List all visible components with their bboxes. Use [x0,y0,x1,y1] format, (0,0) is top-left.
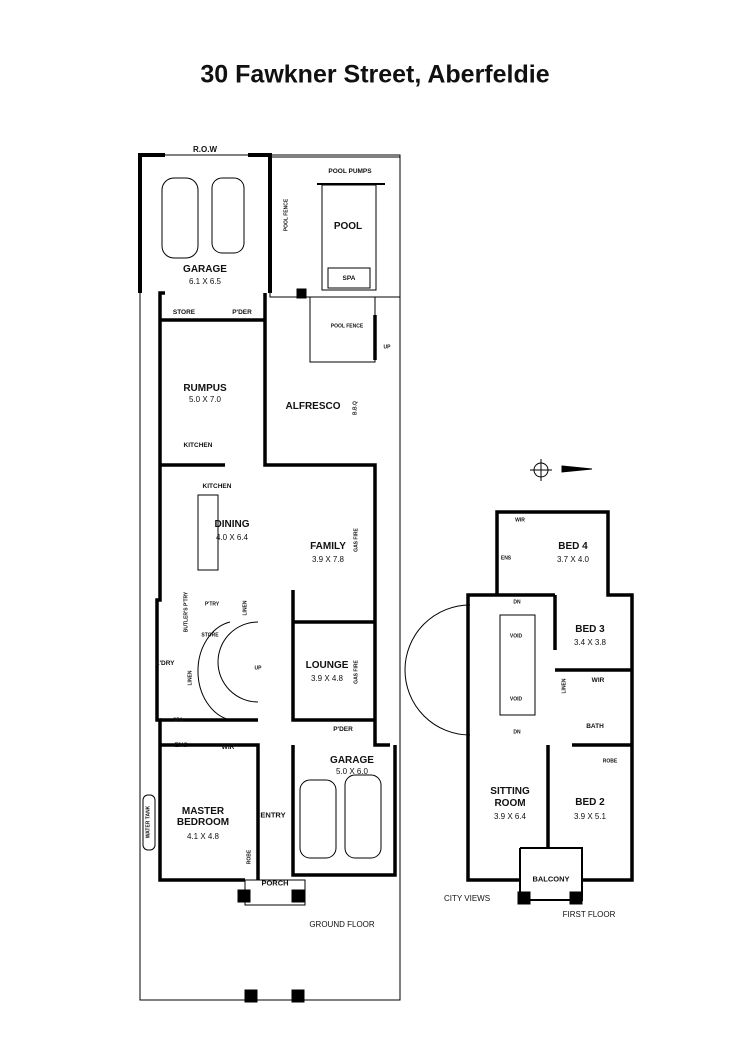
alfresco-label: ALFRESCO [285,401,341,412]
void-label: VOID [509,696,523,703]
north-arrow-icon [530,459,593,481]
bed2-size: 3.9 X 5.1 [573,812,607,821]
rear-garage-size: 6.1 X 6.5 [188,277,222,286]
bed2-name: BED 2 [575,797,605,808]
entry-label: ENTRY [260,810,286,820]
gas-fire-label: GAS FIRE [353,528,360,552]
linen-label: LINEN [187,670,194,686]
water-tank-label: WATER TANK [145,805,152,839]
row-label: R.O.W [193,145,217,154]
city-views-label: CITY VIEWS [443,894,491,903]
family-size: 3.9 X 7.8 [311,555,345,564]
pool-area [269,156,401,363]
powder-room-label: P'DER [333,725,353,733]
wir-label: WIR [515,517,525,524]
first-floor-walls [466,510,634,901]
rumpus-name: RUMPUS [183,383,227,394]
front-garage-size: 5.0 X 6.0 [335,767,369,776]
pool-pumps-label: POOL PUMPS [328,167,372,175]
ground-floor-fixtures [142,494,382,1003]
wir-label: WIR [221,743,235,751]
lounge-name: LOUNGE [305,660,349,671]
first-floor-label: FIRST FLOOR [562,910,616,919]
store-label: STORE [172,308,196,316]
porch-label: PORCH [261,878,289,888]
linen-label: LINEN [242,600,249,616]
laundry-label: L'DRY [155,659,175,667]
pool-fence-label: POOL FENCE [330,323,364,330]
master-name-2: BEDROOM [176,817,230,828]
ensuite-label: ENS [500,555,512,562]
robe-label: ROBE [246,849,253,865]
kitchen-label: KITCHEN [202,482,232,490]
page-title: 30 Fawkner Street, Aberfeldie [200,60,550,89]
ground-floor-walls [155,291,397,882]
rear-garage-cars [161,177,245,259]
sitting-name-1: SITTING [490,786,530,797]
family-name: FAMILY [310,541,346,552]
sitting-name-2: ROOM [494,798,526,809]
spa-bath-label: SPA [173,717,183,724]
gas-fire-label: GAS FIRE [353,660,360,684]
void-label: VOID [509,633,523,640]
master-name-1: MASTER [181,806,225,817]
butlers-pantry-label: BUTLER'S P'TRY [183,591,190,633]
master-size: 4.1 X 4.8 [186,832,220,841]
front-garage-name: GARAGE [330,755,374,766]
rumpus-size: 5.0 X 7.0 [188,395,222,404]
down-label: DN [513,729,521,736]
down-label: DN [513,599,521,606]
pantry-label: P'TRY [204,601,220,608]
bbq-label: B.B.Q [352,401,359,415]
dining-size: 4.0 X 6.4 [215,533,249,542]
wir-label: WIR [591,676,605,684]
bed3-size: 3.4 X 3.8 [573,638,607,647]
bath-label: BATH [586,722,604,730]
rumpus-kitchen-label: KITCHEN [183,441,213,449]
lounge-size: 3.9 X 4.8 [310,674,344,683]
linen-label: LINEN [561,678,568,694]
first-floor-fixtures [404,604,583,905]
pool-label: POOL [333,221,363,232]
robe-label: ROBE [602,758,618,765]
sitting-size: 3.9 X 6.4 [493,812,527,821]
spa-label: SPA [342,274,356,282]
powder-room-label: P'DER [232,308,252,316]
bed3-name: BED 3 [575,624,605,635]
pool-fence-label: POOL FENCE [283,198,290,232]
stairs-up-label: UP [254,665,262,672]
ground-floor-label: GROUND FLOOR [309,920,375,929]
balcony-label: BALCONY [532,874,570,884]
up-label: UP [383,344,391,351]
ensuite-label: ENS [174,741,188,749]
rear-garage-name: GARAGE [183,264,227,275]
bed4-size: 3.7 X 4.0 [556,555,590,564]
dining-name: DINING [214,519,250,530]
store-label: STORE [201,632,219,639]
bed4-name: BED 4 [558,541,588,552]
